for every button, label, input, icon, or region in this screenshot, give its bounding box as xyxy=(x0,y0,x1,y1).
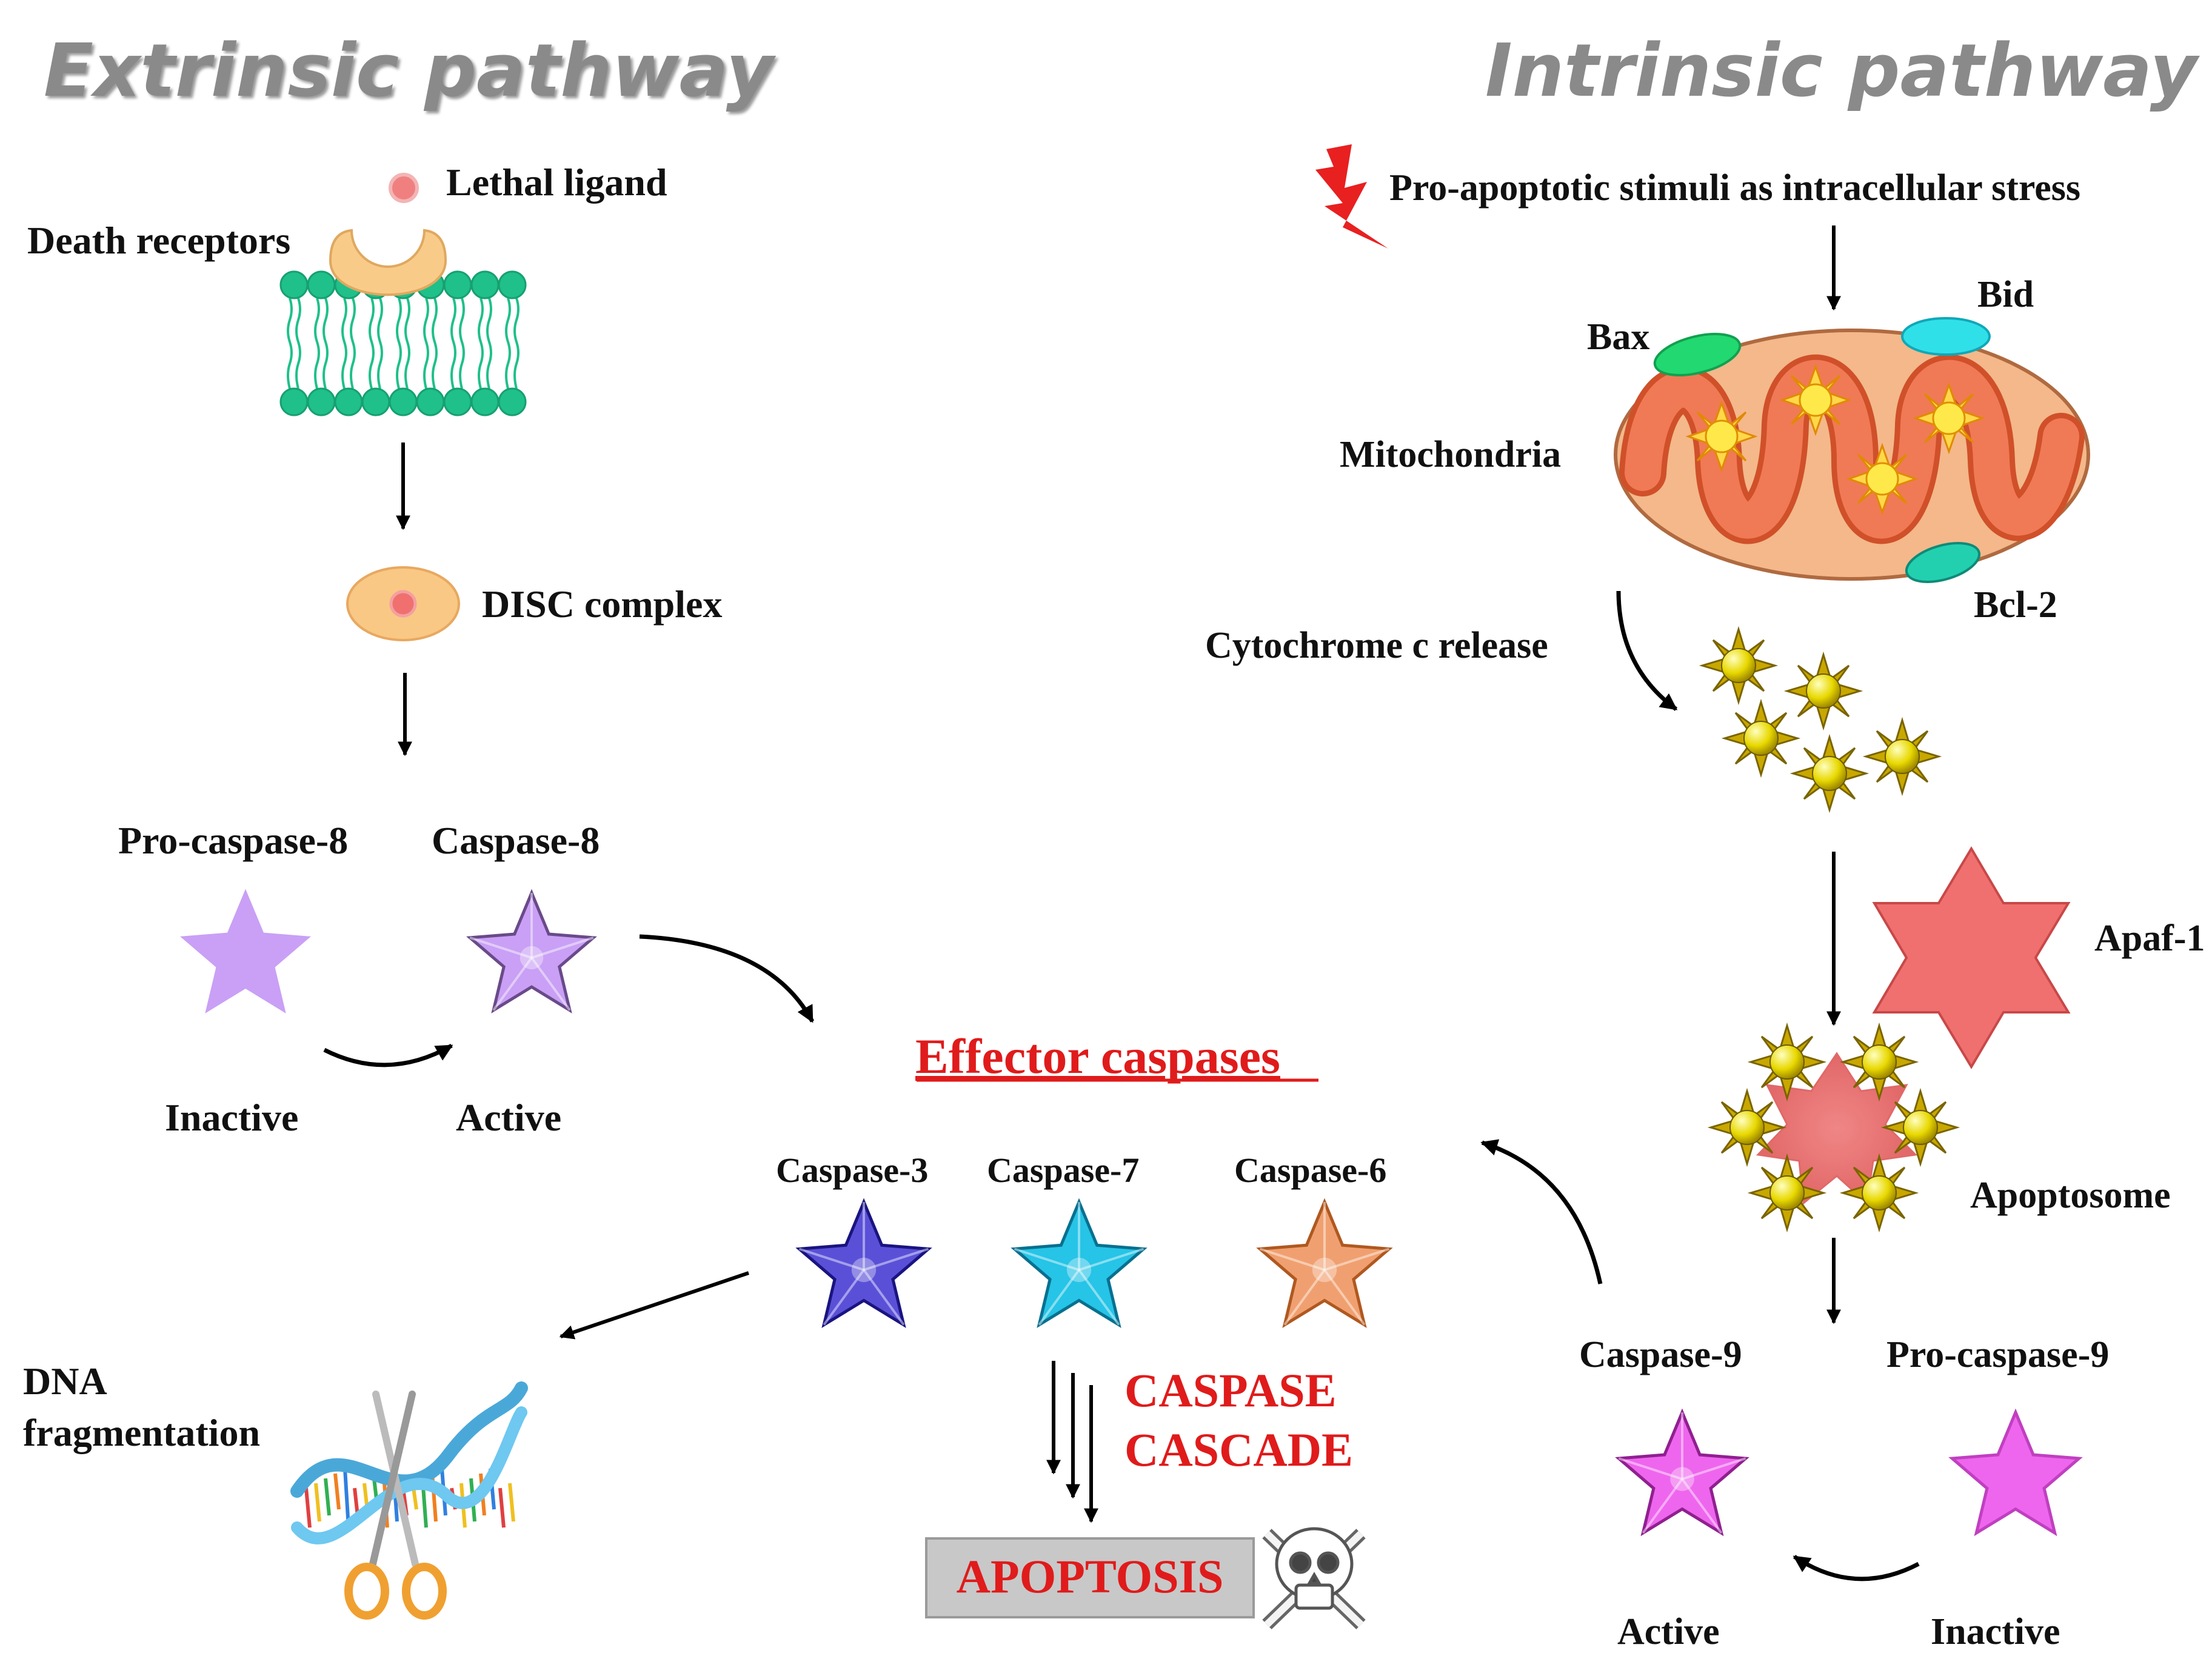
mitochondria-label: Mitochondria xyxy=(1340,434,1561,475)
apoptosis-label: APOPTOSIS xyxy=(957,1550,1224,1603)
caspase-cascade-line1: CASPASE xyxy=(1124,1364,1337,1417)
bid-label: Bid xyxy=(1977,274,2034,315)
lethal-ligand-label: Lethal ligand xyxy=(446,161,667,204)
extrinsic-title: Extrinsic pathway xyxy=(44,29,777,113)
apoptosome-icon xyxy=(1709,1024,1958,1231)
scissors-icon xyxy=(344,1391,447,1620)
cytochrome-c-cluster-icon xyxy=(1701,628,1940,811)
dna-helix-icon xyxy=(290,1381,528,1544)
effector-caspases-title: Effector caspases xyxy=(915,1029,1280,1084)
mitochondria-icon xyxy=(1614,329,2090,581)
caspase3-label: Caspase-3 xyxy=(776,1150,928,1190)
arrow-cytochrome-release xyxy=(1616,590,1678,711)
procaspase9-label: Pro-caspase-9 xyxy=(1886,1334,2109,1375)
apoptosis-box: APOPTOSIS xyxy=(925,1537,1255,1618)
inactive-label-8: Inactive xyxy=(165,1096,298,1139)
caspase8-star-icon xyxy=(466,889,597,1013)
caspase7-star-icon xyxy=(1011,1198,1148,1328)
lethal-ligand-dot xyxy=(389,173,419,203)
stress-lightning-icon xyxy=(1315,144,1388,249)
disc-complex-label: DISC complex xyxy=(482,583,722,626)
arrow-inactive-to-active-8 xyxy=(323,1043,453,1067)
cytochrome-release-label: Cytochrome c release xyxy=(1205,625,1548,666)
apoptosome-label: Apoptosome xyxy=(1970,1175,2171,1216)
disc-complex-icon xyxy=(346,566,460,641)
stimuli-label: Pro-apoptotic stimuli as intracellular s… xyxy=(1389,167,2080,209)
arrow-caspase9-to-effectors xyxy=(1480,1139,1603,1284)
procaspase9-star-icon xyxy=(1948,1408,2083,1537)
skull-crossbones-icon xyxy=(1262,1527,1366,1629)
caspase6-label: Caspase-6 xyxy=(1234,1150,1386,1190)
caspase6-star-icon xyxy=(1256,1198,1393,1328)
caspase-cascade-line2: CASCADE xyxy=(1124,1423,1353,1476)
active-label-9: Active xyxy=(1617,1611,1720,1652)
bax-label: Bax xyxy=(1587,316,1649,358)
procaspase8-star-icon xyxy=(180,889,311,1013)
cascade-arrows xyxy=(1046,1361,1098,1523)
caspase9-star-icon xyxy=(1615,1408,1749,1537)
active-label-8: Active xyxy=(456,1096,561,1139)
caspase3-star-icon xyxy=(795,1198,932,1328)
arrow-effectors-to-dna xyxy=(559,1271,749,1340)
death-receptor-icon xyxy=(329,229,447,296)
dna-label-line1: DNA xyxy=(23,1360,107,1403)
bid-protein-icon xyxy=(1901,317,1991,356)
arrow-caspase8-to-effectors xyxy=(639,934,815,1023)
dna-label-line2: fragmentation xyxy=(23,1411,260,1454)
intrinsic-title: Intrinsic pathway xyxy=(1485,29,2200,113)
caspase7-label: Caspase-7 xyxy=(987,1150,1139,1190)
bcl2-protein-icon xyxy=(1905,542,1981,583)
bax-protein-icon xyxy=(1653,333,1742,376)
apaf1-star-icon xyxy=(1872,846,2071,1069)
caspase9-label: Caspase-9 xyxy=(1579,1334,1742,1375)
inactive-label-9: Inactive xyxy=(1931,1611,2060,1652)
death-receptors-label: Death receptors xyxy=(27,219,290,262)
apaf1-label: Apaf-1 xyxy=(2094,918,2205,959)
procaspase8-label: Pro-caspase-8 xyxy=(118,819,348,862)
caspase8-label: Caspase-8 xyxy=(432,819,600,862)
arrow-inactive-to-active-9 xyxy=(1793,1555,1920,1581)
bcl2-label: Bcl-2 xyxy=(1974,584,2057,626)
